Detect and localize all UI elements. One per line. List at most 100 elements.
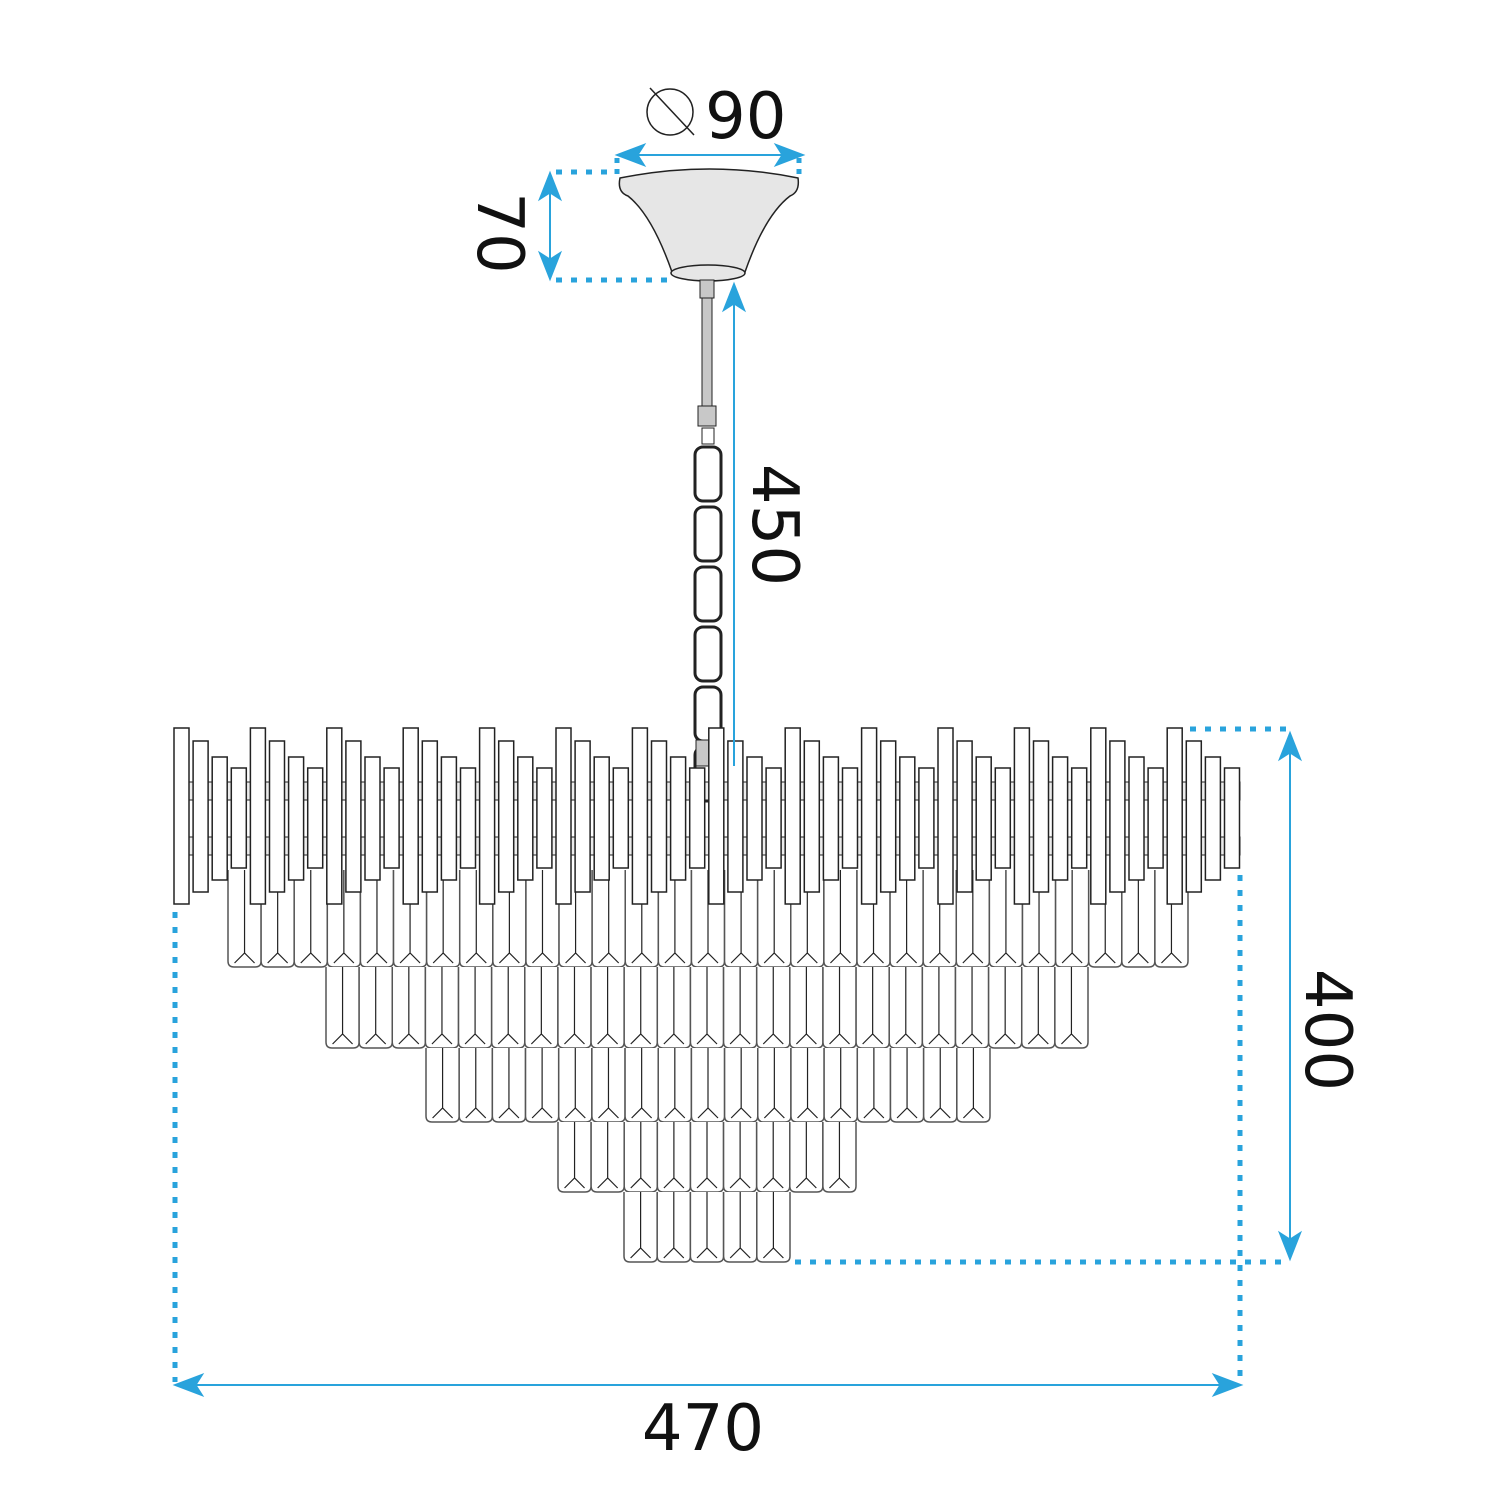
top-crystal [1185,740,1203,893]
top-crystal [383,767,400,869]
diameter-icon [646,87,695,136]
top-crystal [593,756,610,881]
top-crystal [899,756,916,881]
crystal-facet [896,1048,918,1119]
top-crystal [574,740,591,893]
crystal-facet [1027,967,1049,1045]
top-crystal [784,727,801,905]
crystal-facet [465,1048,487,1119]
crystal-facet [895,967,917,1045]
crystal-facet [763,1048,785,1119]
crystal-facet [795,967,817,1045]
top-crystal [841,767,859,869]
top-crystal [1223,767,1241,869]
top-crystal [173,727,190,905]
crystal-facet [332,967,353,1045]
top-crystal-ring [173,727,1241,905]
top-crystal [765,767,782,869]
crystal-facet [896,870,918,964]
crystal-facet [929,1048,951,1119]
crystal-facet [696,967,718,1045]
crystal-facet [432,1048,454,1119]
body-width-label: 470 [642,1392,764,1466]
top-crystal [345,740,362,893]
top-crystal [822,756,840,881]
crystal-facet [729,1192,751,1259]
crystal-facet [664,870,686,964]
top-crystal [937,727,954,905]
top-crystal [555,727,572,905]
crystal-facet [797,1048,818,1119]
top-crystal [1032,740,1050,893]
crystal-facet [631,1048,653,1119]
crystal-facet [729,1122,751,1189]
crystal-facet [795,1122,817,1189]
crystal-facet [697,870,719,964]
crystal-facet [829,1122,850,1189]
crystal-facet [995,870,1017,964]
top-crystal [249,727,267,905]
top-crystal [708,727,725,905]
top-crystal [1013,727,1031,905]
top-crystal [612,767,630,869]
canopy-diameter-label: 90 [705,80,786,154]
top-crystal [459,767,477,869]
crystal-facet [597,967,619,1045]
top-crystal [1128,756,1145,881]
crystal-facet [630,967,652,1045]
crystal-facet [1127,870,1149,964]
crystal-facet [663,1192,685,1259]
crystal-facet [598,1048,619,1119]
crystal-facet [366,870,388,964]
crystal-facet [663,1122,685,1189]
top-crystal [975,756,992,881]
top-crystal [956,740,973,893]
crystal-facet [730,1048,752,1119]
top-crystal [440,756,458,881]
top-crystal [306,767,324,869]
crystal-facet [300,870,322,964]
top-crystal [287,756,305,881]
chain-link [693,505,723,563]
top-crystal [688,767,706,869]
top-crystal [1147,767,1164,869]
top-crystal [918,767,935,869]
chain-link [693,625,723,683]
crystal-facet [398,967,420,1045]
crystal-facet [1061,967,1082,1045]
top-crystal [478,727,496,905]
crystal-facet [829,870,851,964]
crystal-facet [630,1192,652,1259]
crystal-facet [994,967,1016,1045]
crystal-facet [531,1048,553,1119]
crystal-facet [431,967,453,1045]
chain-hook [695,739,711,767]
crystal-facet [762,1122,784,1189]
crystal-facet [597,1122,619,1189]
top-crystal [211,756,228,881]
top-crystal [803,740,821,893]
top-crystal [192,740,209,893]
crystal-facet [696,1192,718,1259]
crystal-facet [829,967,850,1045]
crystal-facet [763,870,785,964]
crystal-facet [465,870,487,964]
crystal-facet [564,967,585,1045]
crystal-facet [863,1048,885,1119]
crystal-facet [464,967,486,1045]
top-crystal [860,727,878,905]
crystal-facet [365,967,387,1045]
top-crystal [1204,756,1222,881]
top-crystal [326,727,343,905]
crystal-facet [564,1122,585,1189]
top-crystal [879,740,897,893]
crystal-facet [630,1122,652,1189]
chain-link [693,445,723,503]
crystal-facet [928,967,950,1045]
crystal-facet [432,870,454,964]
top-crystal [1070,767,1088,869]
top-crystal [268,740,286,893]
suspension-rod [697,279,717,445]
top-crystal [631,727,649,905]
